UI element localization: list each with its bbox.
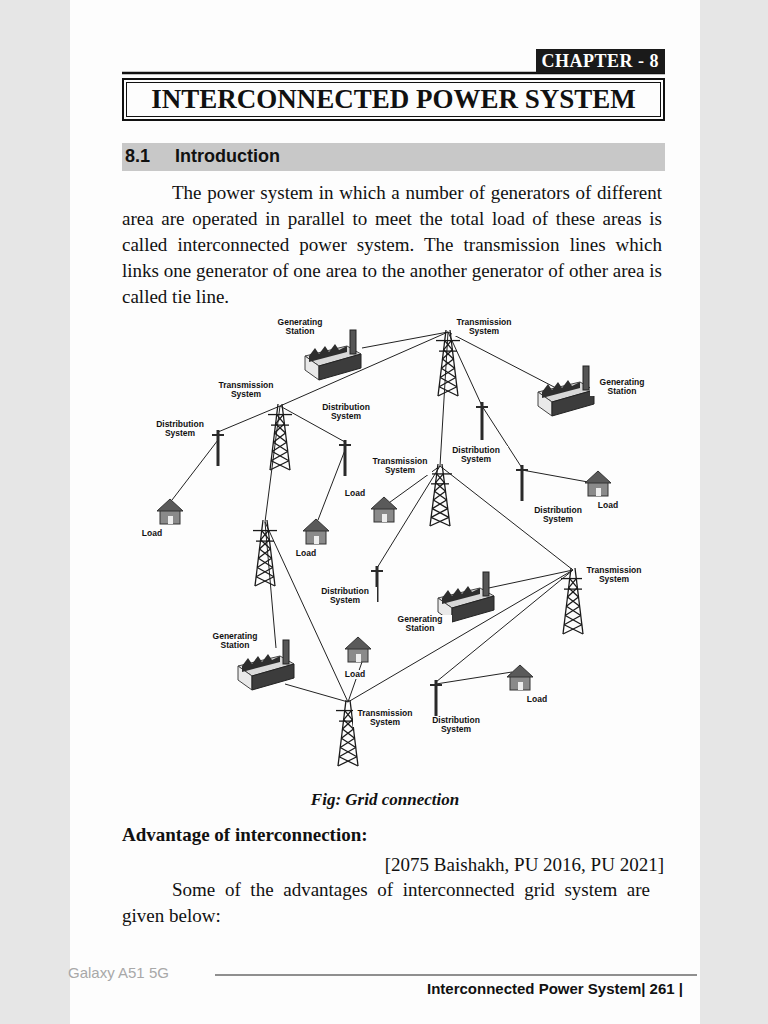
diagram-label: Load xyxy=(344,489,366,498)
section-band: 8.1 Introduction xyxy=(122,143,665,171)
diagram-label: Load xyxy=(344,670,366,679)
diagram-label: Generating Station xyxy=(203,632,267,650)
diagram-label: Distribution System xyxy=(148,420,212,438)
footer-rule xyxy=(215,974,697,975)
node-text: CHAPTER - 8 xyxy=(542,51,660,72)
transmission-tower xyxy=(268,404,292,470)
load-house-icon xyxy=(371,497,397,522)
distribution-pole xyxy=(516,465,528,501)
load-house-icon xyxy=(303,519,329,544)
generating-station-icon xyxy=(538,366,594,416)
diagram-label: Distribution System xyxy=(424,716,488,734)
diagram-label: Transmission System xyxy=(214,381,278,399)
diagram-label: Distribution System xyxy=(526,506,590,524)
diagram-label: Distribution System xyxy=(314,403,378,421)
diagram-label: Distribution System xyxy=(313,587,377,605)
power-line xyxy=(436,570,573,682)
node-text: Introduction xyxy=(175,146,280,167)
power-line xyxy=(436,672,512,684)
body-paragraph: The power system in which a number of ge… xyxy=(122,180,662,310)
load-house-icon xyxy=(157,499,183,524)
chapter-tag: CHAPTER - 8 xyxy=(536,49,666,73)
diagram-label: Generating Station xyxy=(268,318,332,336)
load-house-icon xyxy=(507,665,533,690)
generating-station-icon xyxy=(305,330,361,380)
load-house-icon xyxy=(585,471,611,496)
watermark: Galaxy A51 5G xyxy=(68,964,169,981)
exam-reference: [2075 Baishakh, PU 2016, PU 2021] xyxy=(385,854,664,876)
node-text: 8.1 xyxy=(125,146,150,167)
subheading: Advantage of interconnection: xyxy=(122,824,368,846)
transmission-tower xyxy=(436,330,460,396)
power-line xyxy=(280,332,448,406)
power-line xyxy=(348,662,362,702)
diagram-label: Load xyxy=(141,529,163,538)
power-line xyxy=(348,570,573,702)
figure-caption: Fig: Grid connection xyxy=(311,790,459,810)
power-line xyxy=(172,440,218,500)
diagram-label: Transmission System xyxy=(582,566,646,584)
power-line xyxy=(318,450,345,520)
distribution-pole xyxy=(430,680,442,716)
power-line xyxy=(285,684,348,702)
body-paragraph: Some of the advantages of interconnected… xyxy=(122,877,650,929)
diagram-label: Generating Station xyxy=(590,378,654,396)
diagram-label: Distribution System xyxy=(444,446,508,464)
load-house-icon xyxy=(345,637,371,662)
power-line xyxy=(448,332,556,388)
diagram-label: Transmission System xyxy=(353,709,417,727)
distribution-pole xyxy=(339,440,351,476)
page-footer: Interconnected Power System| 261 | xyxy=(427,980,683,997)
diagram-label: Transmission System xyxy=(368,457,432,475)
power-line xyxy=(522,470,588,482)
distribution-pole xyxy=(476,402,488,440)
diagram-label: Transmission System xyxy=(452,318,516,336)
page-title: INTERCONNECTED POWER SYSTEM xyxy=(151,84,636,115)
diagram-label: Load xyxy=(526,695,548,704)
diagram-label: Load xyxy=(295,549,317,558)
diagram-label: Generating Station xyxy=(388,615,452,633)
power-line xyxy=(362,332,448,348)
distribution-pole xyxy=(212,430,224,466)
power-line xyxy=(218,406,280,432)
transmission-tower xyxy=(253,520,277,586)
grid-illustration xyxy=(157,330,611,766)
diagram-label: Load xyxy=(597,501,619,510)
title-box: INTERCONNECTED POWER SYSTEM xyxy=(122,78,665,121)
